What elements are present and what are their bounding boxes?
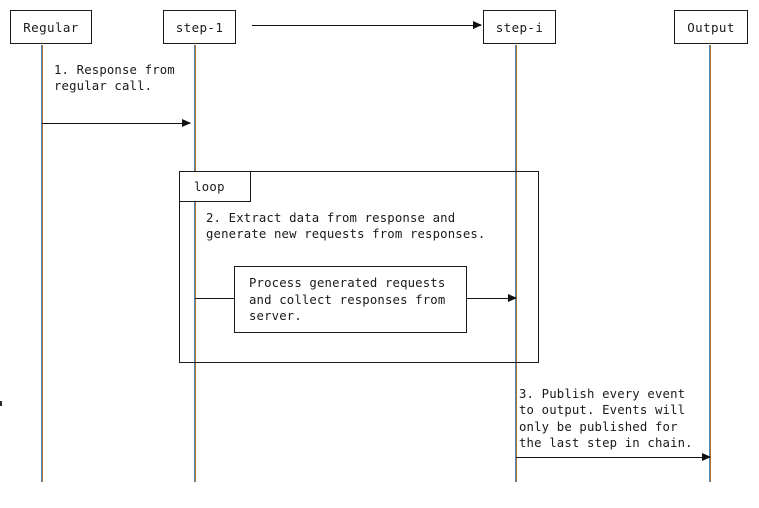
participant-label-step-i: step-i — [495, 19, 544, 35]
note-arrow-segment-left — [195, 298, 235, 299]
header-connector-arrow — [252, 21, 482, 29]
participant-box-step-i[interactable]: step-i — [483, 10, 556, 44]
loop-fragment-label: loop — [194, 179, 225, 194]
lifeline-step-i — [515, 45, 517, 482]
participant-box-step-1[interactable]: step-1 — [163, 10, 236, 44]
lifeline-output — [709, 45, 711, 482]
note-box-process: Process generated requests and collect r… — [234, 266, 467, 333]
note-arrow-segment-right — [467, 294, 517, 302]
loop-fragment-frame — [179, 171, 539, 363]
message-arrow-3 — [516, 453, 711, 461]
message-arrow-1 — [42, 119, 191, 127]
participant-box-output[interactable]: Output — [674, 10, 748, 44]
participant-label-output: Output — [687, 19, 735, 35]
message-label-1: 1. Response from regular call. — [54, 63, 175, 94]
edge-artifact-mark — [0, 401, 2, 406]
message-label-3: 3. Publish every event to output. Events… — [519, 387, 693, 450]
participant-box-regular[interactable]: Regular — [10, 10, 92, 44]
loop-fragment-tab: loop — [179, 171, 251, 202]
lifeline-regular — [41, 45, 43, 482]
participant-label-regular: Regular — [23, 19, 79, 35]
participant-label-step-1: step-1 — [175, 19, 224, 35]
lifeline-step-1 — [194, 45, 196, 482]
message-label-2: 2. Extract data from response and genera… — [206, 211, 486, 242]
note-text-process: Process generated requests and collect r… — [249, 276, 446, 323]
